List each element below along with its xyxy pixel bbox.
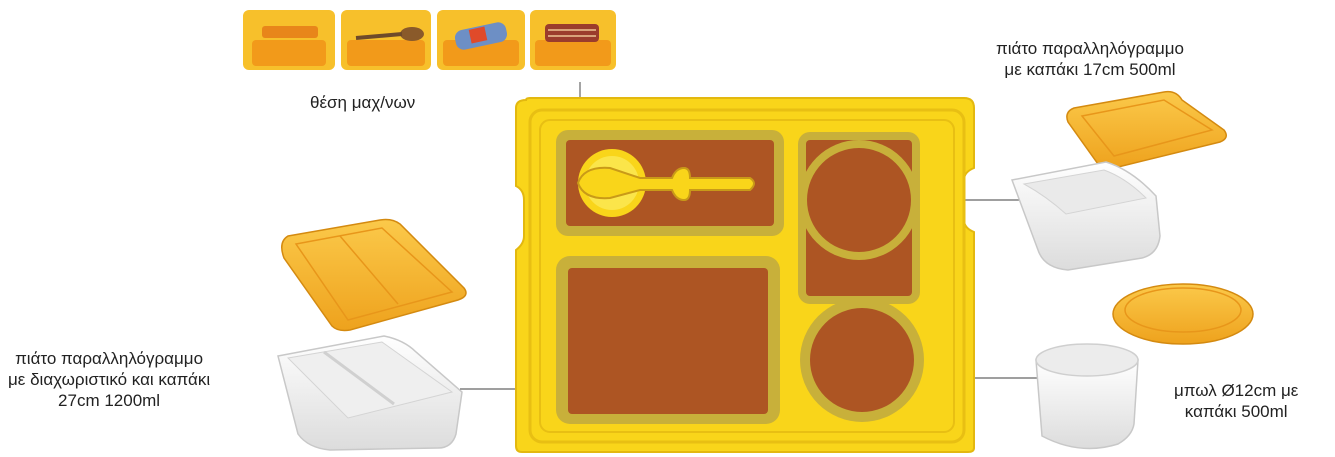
bowl-product: [1036, 284, 1253, 449]
divided-rect-plate-product: [278, 220, 466, 451]
label-utensil-slot: θέση μαχ/νων: [310, 92, 415, 113]
thumbnail-cutlery-set: [530, 10, 616, 70]
thumbnail-empty-slot: [243, 10, 335, 70]
utensil-compartment: [556, 130, 784, 236]
compartment-round: [800, 298, 924, 422]
bowl-lid: [1113, 284, 1253, 344]
small-plate-lid: [1067, 92, 1226, 169]
bowl-dish: [1036, 344, 1138, 449]
compartment-large: [556, 256, 780, 424]
small-plate-dish: [1012, 162, 1160, 270]
thumbnail-spoon: [341, 10, 431, 70]
thumbnail-wrapped-cutlery: [437, 10, 525, 70]
divided-plate-lid: [282, 220, 466, 331]
label-small-rect-plate: πιάτο παραλληλόγραμμο με καπάκι 17cm 500…: [996, 38, 1184, 80]
small-rect-plate-product: [1012, 92, 1226, 270]
label-divided-rect-plate: πιάτο παραλληλόγραμμο με διαχωριστικό κα…: [8, 348, 210, 411]
meal-tray: [516, 98, 974, 452]
compartment-top-right: [798, 132, 920, 304]
divided-plate-dish: [278, 336, 462, 450]
utensil-thumbnails: [243, 10, 616, 70]
label-bowl: μπωλ Ø12cm με καπάκι 500ml: [1174, 380, 1298, 422]
